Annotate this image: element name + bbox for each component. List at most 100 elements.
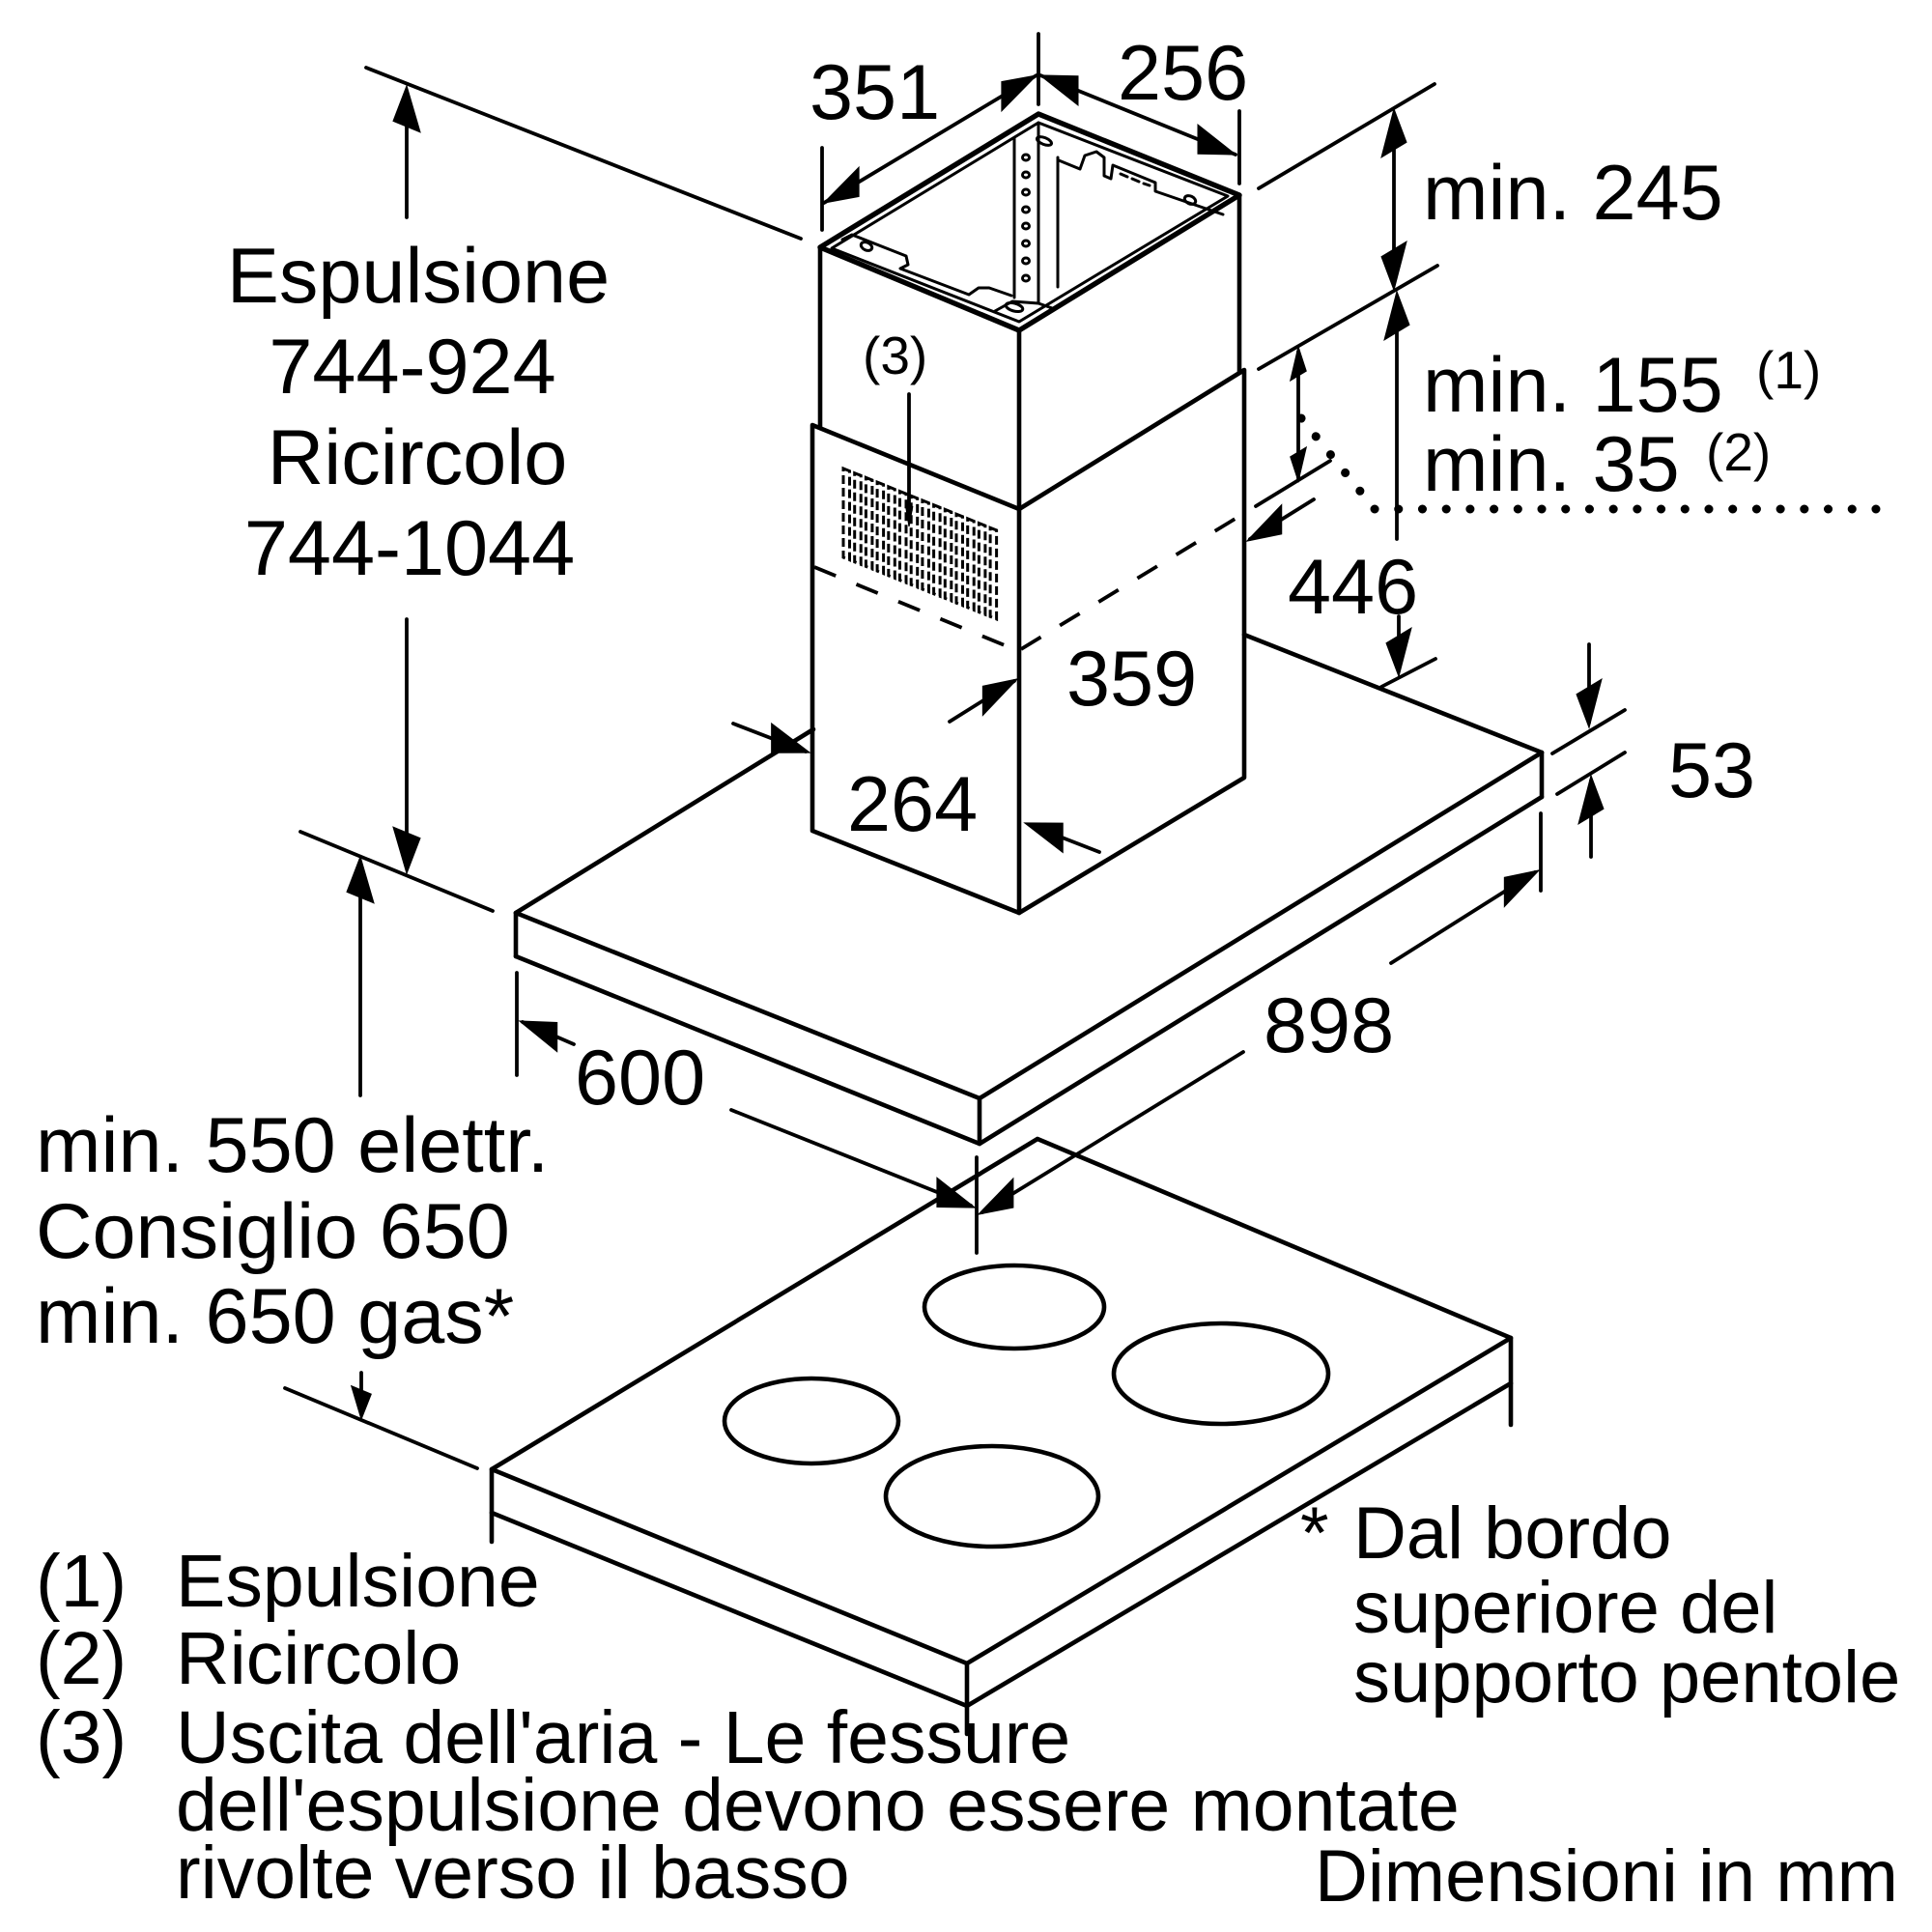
footnote-line-3: supporto pentole <box>1353 1636 1900 1719</box>
extension-line-inner-chimney-bottom <box>1254 459 1332 508</box>
dimension-chimney-top-depth: 351 <box>810 32 1040 232</box>
arrowhead-left <box>1245 503 1283 542</box>
arrowhead-up <box>1289 344 1307 383</box>
extension-line-sleeve-top <box>1257 264 1439 371</box>
vent-slot <box>988 526 999 622</box>
legend-ref: (3) <box>36 1696 127 1779</box>
dimension-chimney-top-width: 256 <box>1038 30 1248 185</box>
vent-slot <box>887 484 896 581</box>
height-label-exhaust: Espulsione <box>227 233 610 320</box>
vent-slot <box>875 479 886 576</box>
hood-top-back-right-edge <box>1241 632 1545 755</box>
arrowhead-left <box>1023 822 1064 854</box>
bracket-hole <box>1021 170 1031 180</box>
arrowhead-up <box>1383 290 1410 341</box>
arrowhead-up <box>392 84 421 133</box>
dimension-hood-thickness: 53 <box>1550 642 1755 859</box>
chimney-lower-sleeve: (3) <box>810 326 1247 916</box>
height-value-recirculation: 744-1044 <box>244 505 575 592</box>
right-plate-hole <box>1182 194 1198 206</box>
dimension-total-height: Espulsione 744-924 Ricircolo 744-1044 <box>227 66 803 913</box>
chimney-depth-dimension-line <box>822 73 1038 205</box>
arrowhead-right <box>1001 74 1038 113</box>
air-outlet-ref-label: (3) <box>863 326 927 385</box>
hood-body <box>513 632 1545 1147</box>
exhaust-clearance-ref: (1) <box>1756 340 1821 400</box>
vent-slot <box>898 489 908 585</box>
bracket-hole <box>1021 153 1031 162</box>
extension-line-ceiling <box>364 66 803 241</box>
vent-grille <box>841 466 999 622</box>
exhaust-clearance-value: min. 155 <box>1423 342 1723 429</box>
legend-text-continuation: rivolte verso il basso <box>176 1832 850 1915</box>
dimension-sleeve-depth: 264 <box>731 722 1101 854</box>
legend-text: Espulsione <box>176 1540 540 1623</box>
vent-slot <box>954 511 964 609</box>
arrowhead-down <box>1385 627 1412 678</box>
vent-slot <box>864 475 874 572</box>
arrowhead-left <box>518 1020 558 1053</box>
bracket-hole <box>1021 256 1031 266</box>
bracket-top-slot <box>1035 135 1054 147</box>
sleeve-depth-value: 264 <box>847 761 978 848</box>
legend-item-exhaust: (1) Espulsione <box>36 1540 540 1623</box>
bracket-hole <box>1021 239 1031 248</box>
arrowhead-up <box>1380 107 1407 158</box>
legend-item-air-outlet: (3) Uscita dell'aria - Le fessure dell'e… <box>36 1696 1460 1915</box>
hob-distance-electric: min. 550 elettr. <box>36 1102 549 1189</box>
chimney-upper <box>817 111 1242 512</box>
vent-slot <box>943 507 953 604</box>
arrowhead-down <box>392 826 421 875</box>
bracket-hole <box>1021 221 1031 231</box>
hidden-edge-left-face <box>813 565 1006 647</box>
dimension-hood-width: 898 <box>977 811 1543 1215</box>
recirculation-clearance-ref: (2) <box>1706 422 1771 482</box>
cooktop <box>489 1136 1514 1737</box>
footnote-line-2: superiore del <box>1353 1567 1777 1649</box>
dimension-overlap-clearance: min. 155 (1) min. 35 (2) <box>1254 340 1881 514</box>
arrowhead-left <box>822 165 860 204</box>
right-mounting-plate <box>1057 150 1225 216</box>
hood-thickness-value: 53 <box>1668 727 1755 814</box>
right-plate-slot-marks <box>1119 172 1151 187</box>
vent-slot <box>921 497 930 594</box>
vent-slot <box>841 466 851 562</box>
burner-right <box>1111 1321 1331 1427</box>
bracket-base <box>993 299 1057 313</box>
dimension-sleeve-height: 446 <box>1288 290 1437 689</box>
left-mounting-plate <box>840 233 1013 298</box>
air-outlet-leader-arrowhead <box>904 502 914 527</box>
legend-ref: (1) <box>36 1540 127 1623</box>
arrowhead-right <box>1197 123 1237 156</box>
footnote-marker: * <box>1300 1492 1329 1575</box>
hood-top-back-left-edge <box>513 726 816 916</box>
vent-slot <box>966 516 976 612</box>
arrowhead-right <box>981 678 1019 717</box>
legend-text: Uscita dell'aria - Le fessure <box>176 1696 1070 1779</box>
sleeve-width-value: 359 <box>1066 636 1197 723</box>
mounting-bracket <box>840 121 1225 314</box>
extension-line-hood-bottom-right <box>1555 751 1627 796</box>
left-plate-hole <box>859 241 874 252</box>
extension-line-hob-level <box>283 1386 479 1470</box>
ceiling-clearance-value: min. 245 <box>1423 150 1723 237</box>
arrowhead-up <box>1577 774 1605 825</box>
bracket-hole <box>1021 273 1031 283</box>
bracket-hole <box>1021 187 1031 197</box>
dimension-hob-distance: min. 550 elettr. Consiglio 650 min. 650 … <box>36 855 549 1470</box>
vent-slot <box>932 502 942 599</box>
hood-depth-arrow-right-shaft <box>729 1108 973 1208</box>
arrowhead-right <box>771 722 811 753</box>
recirculation-level-dots-diagonal <box>1296 413 1379 514</box>
height-value-exhaust: 744-924 <box>269 324 555 411</box>
bracket-hole <box>1021 205 1031 214</box>
legend-ref: (2) <box>36 1617 127 1700</box>
burner-back <box>922 1263 1107 1351</box>
legend: (1) Espulsione (2) Ricircolo (3) Uscita … <box>36 1540 1460 1915</box>
burner-left <box>722 1376 901 1466</box>
vent-slot <box>909 494 920 590</box>
footnote: * Dal bordo superiore del supporto pento… <box>1300 1492 1900 1719</box>
vent-slot <box>977 521 987 617</box>
dimension-ceiling-clearance: min. 245 <box>1257 82 1723 371</box>
